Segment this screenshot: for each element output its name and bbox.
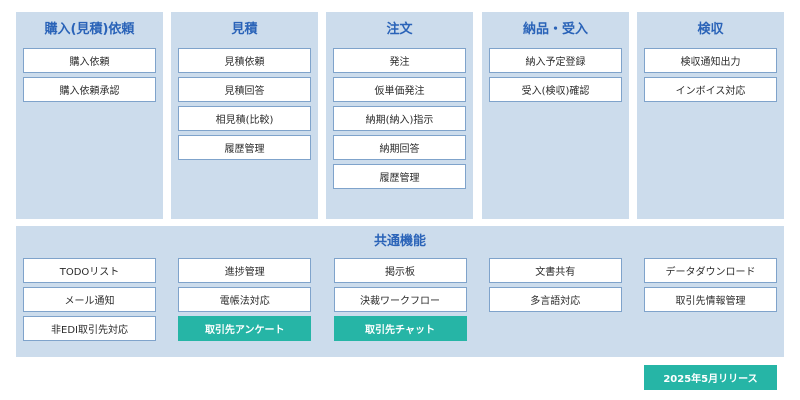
item-quote-reply[interactable]: 見積回答 [178,77,311,102]
common-column: データダウンロード 取引先情報管理 [644,258,777,345]
item-invoice-support[interactable]: インボイス対応 [644,77,777,102]
item-e-book-law[interactable]: 電帳法対応 [178,287,312,312]
item-non-edi-support[interactable]: 非EDI取引先対応 [23,316,156,341]
panel-title: 購入(見積)依頼 [44,22,135,37]
item-delivery-schedule[interactable]: 納入予定登録 [489,48,622,73]
item-quote-request[interactable]: 見積依頼 [178,48,311,73]
panel-quotation: 見積 見積依頼 見積回答 相見積(比較) 履歴管理 [171,12,318,219]
item-supplier-info[interactable]: 取引先情報管理 [644,287,777,312]
item-order-history[interactable]: 履歴管理 [333,164,466,189]
item-todo-list[interactable]: TODOリスト [23,258,156,283]
common-column: 進捗管理 電帳法対応 取引先アンケート [178,258,312,345]
item-order[interactable]: 発注 [333,48,466,73]
release-legend-badge: 2025年5月リリース [644,365,777,390]
common-grid: TODOリスト メール通知 非EDI取引先対応 進捗管理 電帳法対応 取引先アン… [16,258,784,345]
panel-title: 納品・受入 [522,22,588,37]
item-bulletin-board[interactable]: 掲示板 [333,258,467,283]
item-quote-comparison[interactable]: 相見積(比較) [178,106,311,131]
item-purchase-request-approval[interactable]: 購入依頼承認 [23,77,156,102]
item-progress-management[interactable]: 進捗管理 [178,258,312,283]
item-mail-notification[interactable]: メール通知 [23,287,156,312]
item-receipt-confirmation[interactable]: 受入(検収)確認 [489,77,622,102]
item-data-download[interactable]: データダウンロード [644,258,777,283]
item-supplier-survey[interactable]: 取引先アンケート [178,316,312,341]
panel-delivery-receipt: 納品・受入 納入予定登録 受入(検収)確認 [482,12,629,219]
item-approval-workflow[interactable]: 決裁ワークフロー [333,287,467,312]
common-column: TODOリスト メール通知 非EDI取引先対応 [23,258,156,345]
item-inspection-notice[interactable]: 検収通知出力 [644,48,777,73]
panel-title: 検収 [697,22,724,37]
panel-order: 注文 発注 仮単価発注 納期(納入)指示 納期回答 履歴管理 [326,12,473,219]
panel-title: 見積 [231,22,258,37]
panel-purchase-request: 購入(見積)依頼 購入依頼 購入依頼承認 [16,12,163,219]
item-multilanguage[interactable]: 多言語対応 [488,287,622,312]
item-delivery-instruction[interactable]: 納期(納入)指示 [333,106,466,131]
common-column: 文書共有 多言語対応 [488,258,622,345]
item-provisional-price-order[interactable]: 仮単価発注 [333,77,466,102]
item-quote-history[interactable]: 履歴管理 [178,135,311,160]
panel-common-functions: 共通機能 TODOリスト メール通知 非EDI取引先対応 進捗管理 電帳法対応 … [16,226,784,357]
item-supplier-chat[interactable]: 取引先チャット [333,316,467,341]
panel-title: 共通機能 [373,234,426,249]
item-document-sharing[interactable]: 文書共有 [488,258,622,283]
item-purchase-request[interactable]: 購入依頼 [23,48,156,73]
panel-title: 注文 [386,22,413,37]
item-delivery-reply[interactable]: 納期回答 [333,135,466,160]
common-column: 掲示板 決裁ワークフロー 取引先チャット [333,258,467,345]
panel-inspection: 検収 検収通知出力 インボイス対応 [637,12,784,219]
